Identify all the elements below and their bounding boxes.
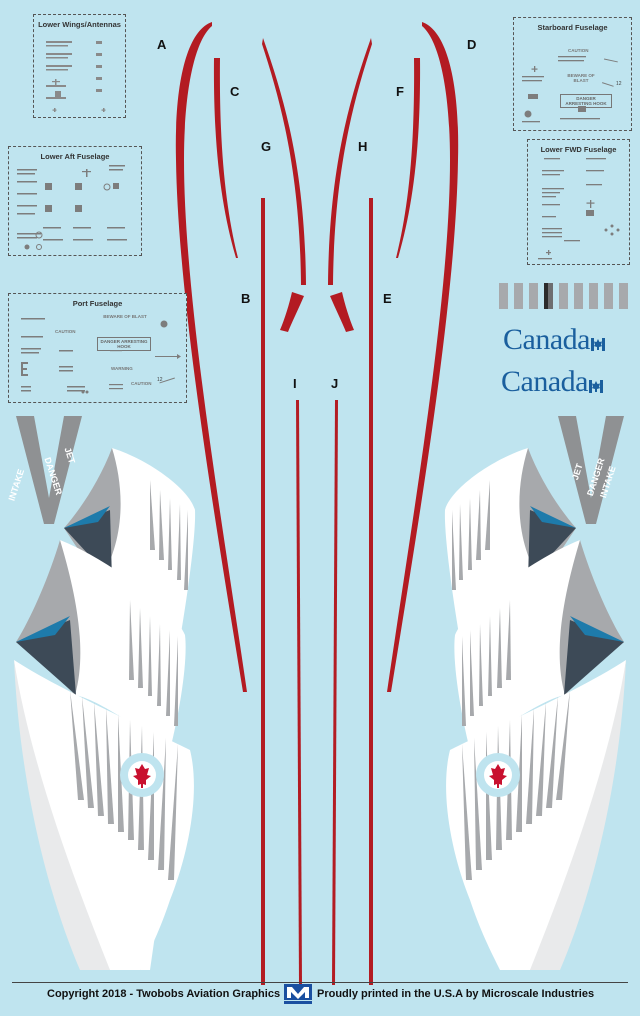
stencil-marks bbox=[21, 318, 181, 394]
number-12: 12 bbox=[616, 81, 622, 87]
stripe-g bbox=[262, 38, 306, 285]
stencil-marks bbox=[46, 41, 106, 112]
caution-label: CAUTION bbox=[55, 329, 76, 334]
canada-wordmark-1: Canada bbox=[503, 323, 605, 357]
copyright-text: Copyright 2018 - Twobobs Aviation Graphi… bbox=[47, 988, 281, 1000]
beware-of-blast-label: BEWARE OF BLAST bbox=[103, 314, 147, 319]
box-title: Lower Wings/Antennas bbox=[38, 20, 121, 29]
letter-h: H bbox=[358, 139, 368, 154]
wing-swoosh-left bbox=[14, 448, 196, 970]
box-title: Lower FWD Fuselage bbox=[540, 145, 617, 154]
box-title: Lower Aft Fuselage bbox=[40, 152, 110, 161]
danger-arresting-hook-label: DANGER ARRESTING HOOK bbox=[97, 337, 151, 351]
letter-b: B bbox=[241, 291, 251, 306]
stripe-h-hook bbox=[330, 292, 354, 332]
letter-g: G bbox=[261, 139, 272, 154]
gray-bar-strip bbox=[499, 283, 628, 309]
letter-d: D bbox=[467, 37, 477, 52]
canada-wordmark-2: Canada bbox=[501, 365, 603, 399]
stripe-d bbox=[387, 22, 459, 692]
starboard-fuselage-box: Starboard Fuselage CAUTION BEWARE OF BLA… bbox=[513, 17, 632, 131]
box-title: Starboard Fuselage bbox=[537, 23, 608, 32]
stripe-e bbox=[369, 198, 373, 985]
caution-label: CAUTION bbox=[568, 48, 589, 53]
caution-label-2: CAUTION bbox=[131, 381, 152, 386]
letter-f: F bbox=[396, 84, 404, 99]
canada-flag-icon bbox=[590, 325, 605, 351]
stripe-a bbox=[175, 22, 247, 692]
stencil-marks bbox=[538, 158, 620, 260]
intake-warning-left: DANGER JET INTAKE bbox=[6, 416, 82, 524]
letter-c: C bbox=[230, 84, 240, 99]
footer-divider bbox=[12, 982, 628, 983]
stripe-j bbox=[332, 400, 338, 985]
letter-a: A bbox=[157, 37, 167, 52]
stripe-i bbox=[296, 400, 302, 985]
stripe-g-hook bbox=[280, 292, 304, 332]
stencil-marks bbox=[17, 165, 127, 250]
stripe-h bbox=[328, 38, 372, 285]
canada-flag-icon bbox=[588, 367, 603, 393]
intake-chevron-shape bbox=[16, 416, 82, 524]
letter-j: J bbox=[331, 376, 339, 391]
number-12: 12 bbox=[157, 377, 163, 383]
lower-fwd-fuselage-box: Lower FWD Fuselage bbox=[527, 139, 630, 265]
port-fuselage-box: Port Fuselage CAUTION BEWARE OF BLAST DA… bbox=[8, 293, 187, 403]
canada-text: Canada bbox=[501, 365, 588, 398]
box-title: Port Fuselage bbox=[72, 299, 123, 308]
letter-e: E bbox=[383, 291, 392, 306]
intake-chevron-shape bbox=[558, 416, 624, 524]
microscale-logo-icon bbox=[284, 984, 312, 1004]
maple-leaf-icon bbox=[489, 764, 507, 788]
stripe-c bbox=[213, 58, 238, 258]
stripe-b bbox=[261, 198, 265, 985]
printed-by-text: Proudly printed in the U.S.A by Microsca… bbox=[317, 988, 595, 1000]
warning-label: WARNING bbox=[111, 366, 133, 371]
beware-of-blast-label: BEWARE OF BLAST bbox=[567, 73, 595, 83]
letter-i: I bbox=[293, 376, 297, 391]
canada-text: Canada bbox=[503, 323, 590, 356]
lower-aft-fuselage-box: Lower Aft Fuselage bbox=[8, 146, 142, 256]
stripe-f bbox=[396, 58, 421, 258]
stencil-marks bbox=[522, 56, 618, 123]
intake-warning-right: JET DANGER INTAKE bbox=[558, 416, 624, 524]
wing-swoosh-right bbox=[444, 448, 626, 970]
maple-leaf-icon bbox=[133, 764, 151, 788]
lower-wings-antennas-box: Lower Wings/Antennas bbox=[33, 14, 126, 118]
